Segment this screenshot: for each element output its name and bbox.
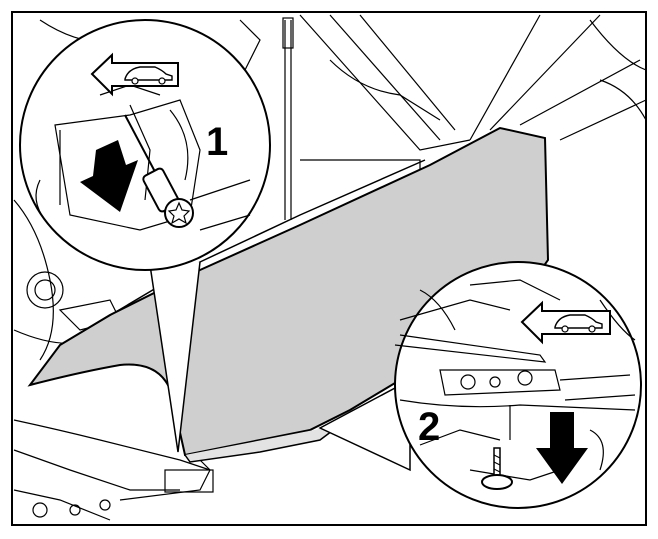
removal-arrow-2-icon [536,412,588,484]
removal-arrow-1-icon [80,140,138,212]
fender-upper-flange [59,159,426,346]
bolt-1-icon [124,114,194,228]
car-forward-arrow-icon [520,300,611,345]
screw-2-icon [481,405,513,490]
fender-lower-seam [184,424,341,463]
callout-1: 1 [206,120,228,164]
detail-view-2: 2 [318,261,642,509]
callout-2: 2 [418,405,440,449]
detail-view-1: 1 [19,19,271,453]
car-forward-arrow-icon [90,52,179,97]
